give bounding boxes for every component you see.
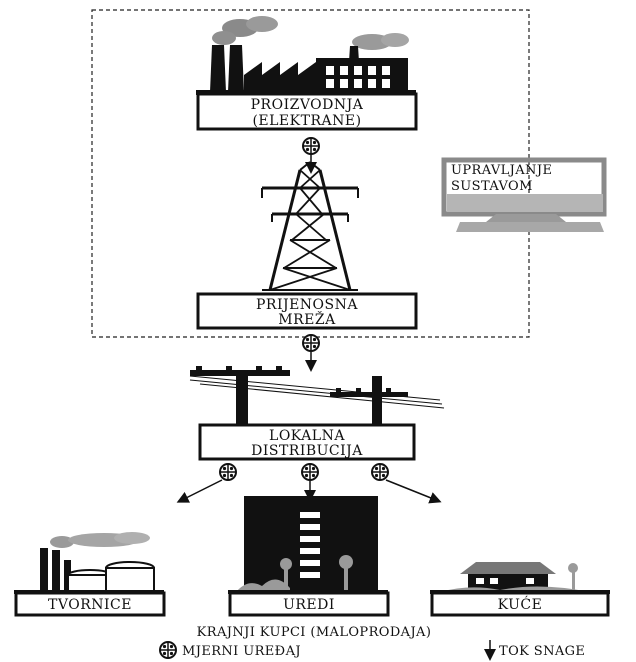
office-building-icon [228,496,388,594]
factory-icon [14,532,164,594]
transmission-tower-icon [261,161,359,291]
customers-caption: KRAJNJI KUPCI (MALOPRODAJA) [197,625,432,640]
house-icon [430,562,610,594]
meter-icon [302,334,320,352]
meter-icon [219,463,237,481]
production-label-line2: (ELEKTRANE) [252,113,361,129]
houses-node: KUĆE [430,591,610,617]
transmission-label-line1: PRIJENOSNA [256,297,358,313]
distribution-label-line2: DISTRIBUCIJA [251,443,363,459]
control-label-line1: UPRAVLJANJE [451,163,552,178]
flow-arrow-icon [385,479,442,504]
meter-icon [159,641,177,659]
factories-node: TVORNICE [14,591,166,617]
flow-legend-label: TOK SNAGE [499,644,585,659]
transmission-label-line2: MREŽA [278,310,336,328]
transmission-node: PRIJENOSNA MREŽA [196,292,418,330]
meter-legend-label: MJERNI UREĐAJ [182,644,301,659]
factory-icon [196,16,416,95]
distribution-label-line1: LOKALNA [269,428,345,444]
meter-icon [302,137,320,155]
production-label-line1: PROIZVODNJA [251,97,364,113]
offices-node: UREDI [228,591,390,617]
computer-monitor-icon [441,157,607,232]
control-label-line2: SUSTAVOM [451,179,533,194]
houses-label: KUĆE [498,595,543,613]
control-node: UPRAVLJANJE SUSTAVOM [441,157,607,232]
meter-icon [301,463,319,481]
distribution-node: LOKALNA DISTRIBUCIJA [198,423,416,461]
production-node: PROIZVODNJA (ELEKTRANE) [196,92,418,131]
power-pole-icon [189,366,445,428]
factories-label: TVORNICE [48,597,132,613]
flow-arrow-icon [176,479,223,503]
meter-icon [371,463,389,481]
offices-label: UREDI [283,597,335,613]
